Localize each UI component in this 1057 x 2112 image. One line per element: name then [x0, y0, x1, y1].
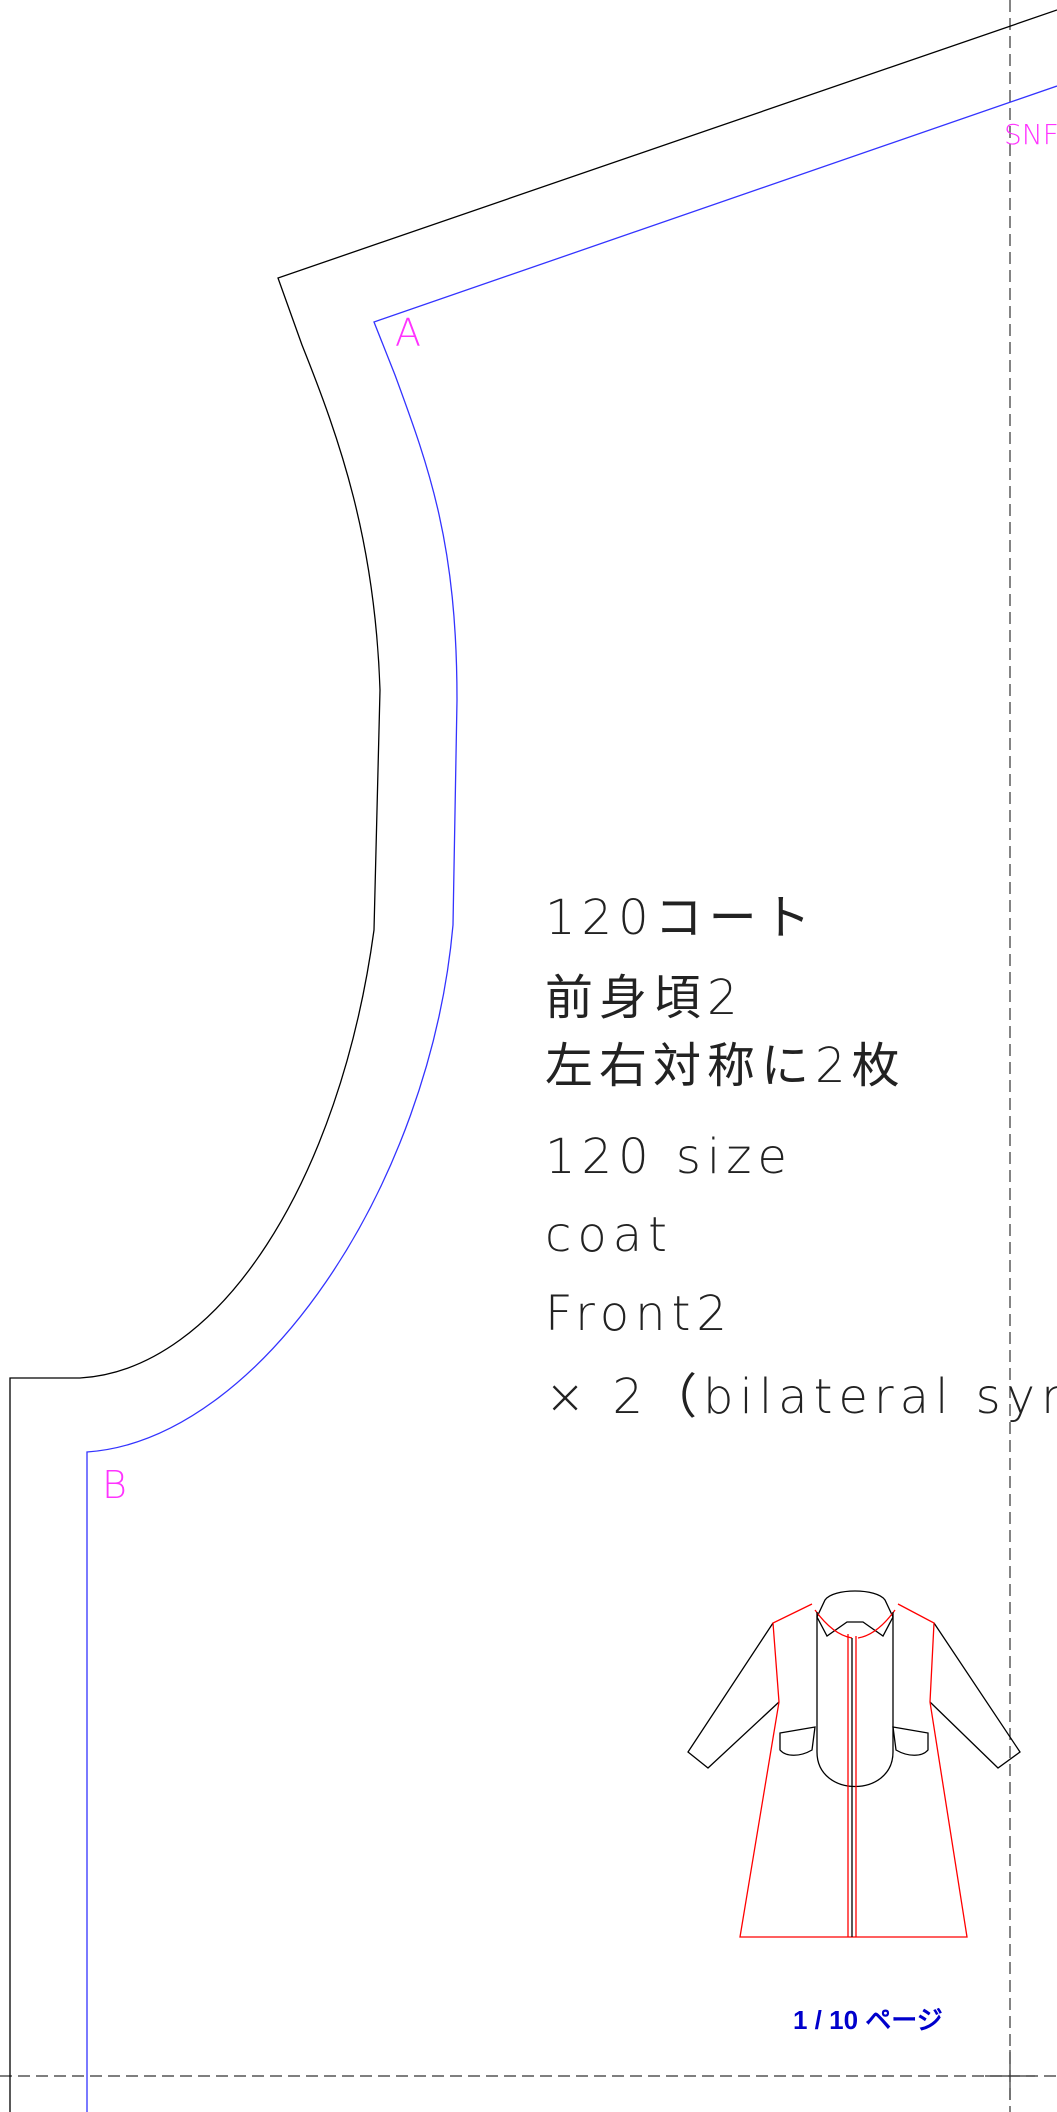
- point-a-label: A: [395, 311, 421, 355]
- cut-note-en: × 2（bilateral symme: [545, 1369, 1057, 1425]
- piece-name-ja: 前身頃2: [545, 970, 744, 1026]
- coat-body: [739, 1603, 968, 1938]
- garment-en: coat: [545, 1207, 673, 1263]
- piece-en: Front2: [545, 1286, 733, 1342]
- snap-label: SNF: [1004, 118, 1057, 151]
- right-pocket: [892, 1726, 929, 1756]
- cut-line: [9, 9, 1057, 2112]
- title-ja: 120コート: [545, 890, 817, 946]
- page-indicator: 1 / 10 ページ: [793, 2005, 943, 2035]
- collar-neck-seam: [814, 1609, 896, 1639]
- right-sleeve: [929, 1622, 1021, 1769]
- left-pocket: [779, 1726, 816, 1756]
- cut-note-ja: 左右対称に2枚: [545, 1038, 906, 1094]
- size-en: 120 size: [545, 1129, 793, 1185]
- point-b-label: B: [102, 1463, 127, 1507]
- left-sleeve: [687, 1622, 780, 1769]
- coat-illustration: [687, 1590, 1021, 1938]
- collar: [816, 1590, 894, 1637]
- seam-line: [86, 85, 1057, 2112]
- bib-panel: [816, 1612, 894, 1787]
